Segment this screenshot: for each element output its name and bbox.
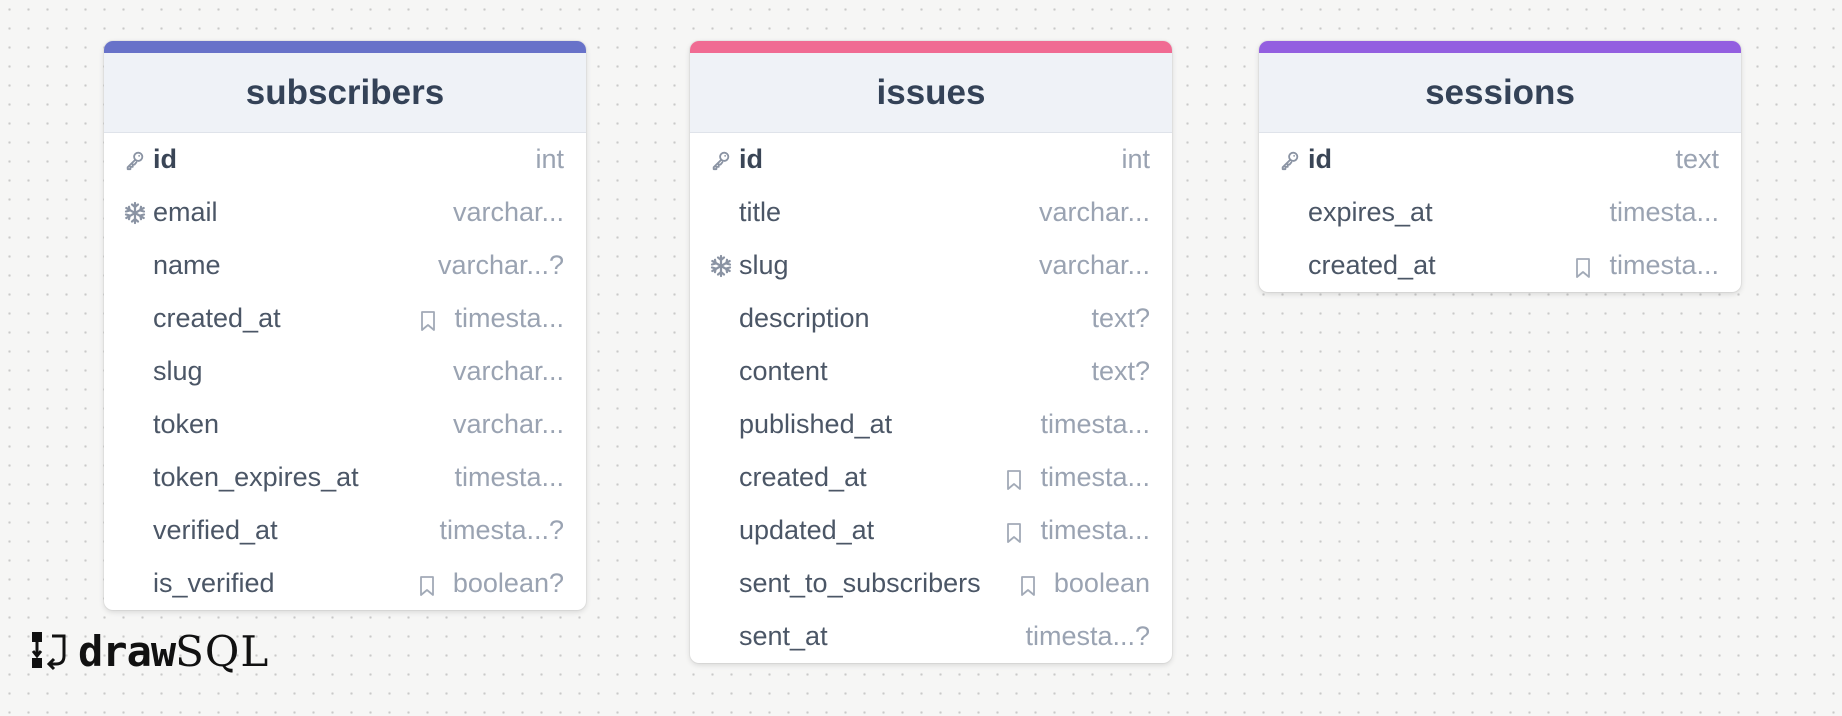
logo-text-sql: SQL (175, 626, 270, 676)
column-name: description (739, 303, 870, 333)
snowflake-icon (709, 254, 733, 278)
bookmark-icon (419, 573, 435, 596)
column-name: is_verified (153, 568, 275, 598)
column-row-id[interactable]: id int (690, 133, 1172, 186)
column-row-id[interactable]: id int (104, 133, 586, 186)
column-row-description[interactable]: description text? (690, 292, 1172, 345)
column-type: varchar...? (437, 250, 564, 280)
table-accent-bar (1259, 41, 1741, 53)
column-type: varchar... (452, 356, 564, 386)
column-name: slug (739, 250, 789, 280)
table-accent-bar (104, 41, 586, 53)
column-row-token[interactable]: token varchar... (104, 398, 586, 451)
column-type: timesta... (1609, 197, 1719, 227)
logo-text-draw: draw (78, 626, 176, 676)
column-name: sent_at (739, 621, 828, 651)
table-title[interactable]: subscribers (104, 53, 586, 133)
column-row-updated-at[interactable]: updated_at timesta... (690, 504, 1172, 557)
column-name: published_at (739, 409, 893, 439)
column-type: varchar... (452, 409, 564, 439)
column-name: title (739, 197, 782, 227)
column-type: int (1121, 144, 1150, 174)
column-row-email[interactable]: email varchar... (104, 186, 586, 239)
column-row-name[interactable]: name varchar...? (104, 239, 586, 292)
column-name: token (153, 409, 220, 439)
column-name: created_at (739, 462, 867, 492)
column-type: int (535, 144, 564, 174)
column-type: timesta... (1040, 462, 1150, 492)
column-type: varchar... (1038, 250, 1150, 280)
column-name: created_at (153, 303, 281, 333)
drawsql-logo-icon (31, 632, 66, 671)
column-name: updated_at (739, 515, 875, 545)
column-row-id[interactable]: id text (1259, 133, 1741, 186)
column-name: slug (153, 356, 203, 386)
table-issues[interactable]: issues id int title varchar... slug varchar...… (690, 41, 1172, 663)
table-accent-bar (690, 41, 1172, 53)
column-row-is-verified[interactable]: is_verified boolean? (104, 557, 586, 610)
column-type: timesta... (454, 462, 564, 492)
drawsql-logo: draw SQL (30, 626, 270, 676)
column-row-sent-to-subscribers[interactable]: sent_to_subscribers boolean (690, 557, 1172, 610)
key-icon (709, 148, 733, 172)
column-name: sent_to_subscribers (739, 568, 981, 598)
column-type: varchar... (452, 197, 564, 227)
column-row-slug[interactable]: slug varchar... (690, 239, 1172, 292)
bookmark-icon (1006, 467, 1022, 490)
column-type: varchar... (1038, 197, 1150, 227)
table-title[interactable]: issues (690, 53, 1172, 133)
column-type: boolean (1053, 568, 1150, 598)
key-icon (1278, 148, 1302, 172)
column-type: boolean? (452, 568, 564, 598)
column-type: text? (1091, 356, 1150, 386)
key-icon (123, 148, 147, 172)
column-row-slug[interactable]: slug varchar... (104, 345, 586, 398)
column-name: id (739, 144, 763, 174)
column-row-created-at[interactable]: created_at timesta... (104, 292, 586, 345)
column-type: timesta...? (1025, 621, 1150, 651)
column-row-title[interactable]: title varchar... (690, 186, 1172, 239)
column-type: timesta... (1040, 515, 1150, 545)
column-name: email (153, 197, 218, 227)
column-name: created_at (1308, 250, 1436, 280)
column-row-verified-at[interactable]: verified_at timesta...? (104, 504, 586, 557)
column-type: text (1675, 144, 1719, 174)
column-name: id (1308, 144, 1332, 174)
column-name: verified_at (153, 515, 278, 545)
column-type: text? (1091, 303, 1150, 333)
bookmark-icon (1006, 520, 1022, 543)
column-row-created-at[interactable]: created_at timesta... (1259, 239, 1741, 292)
snowflake-icon (123, 201, 147, 225)
column-name: content (739, 356, 828, 386)
column-row-expires-at[interactable]: expires_at timesta... (1259, 186, 1741, 239)
column-type: timesta...? (439, 515, 564, 545)
column-row-sent-at[interactable]: sent_at timesta...? (690, 610, 1172, 663)
column-name: expires_at (1308, 197, 1433, 227)
column-name: token_expires_at (153, 462, 359, 492)
column-name: name (153, 250, 221, 280)
table-subscribers[interactable]: subscribers id int email varchar... name varch… (104, 41, 586, 610)
bookmark-icon (420, 308, 436, 331)
table-title[interactable]: sessions (1259, 53, 1741, 133)
column-row-published-at[interactable]: published_at timesta... (690, 398, 1172, 451)
bookmark-icon (1575, 255, 1591, 278)
column-type: timesta... (1609, 250, 1719, 280)
bookmark-icon (1020, 573, 1036, 596)
column-type: timesta... (1040, 409, 1150, 439)
column-row-created-at[interactable]: created_at timesta... (690, 451, 1172, 504)
column-type: timesta... (454, 303, 564, 333)
column-row-token-expires-at[interactable]: token_expires_at timesta... (104, 451, 586, 504)
column-name: id (153, 144, 177, 174)
column-row-content[interactable]: content text? (690, 345, 1172, 398)
